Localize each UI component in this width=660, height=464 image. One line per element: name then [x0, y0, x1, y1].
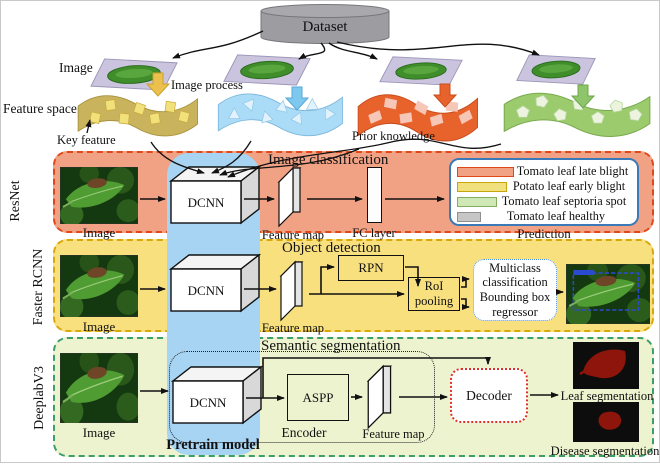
faster-feature-map — [280, 261, 303, 321]
deeplab-dcnn-box: DCNN — [172, 366, 262, 424]
object-detection-title: Object detection — [282, 240, 381, 256]
feature-ribbon-pentagons-icon — [503, 92, 651, 138]
resnet-image-caption: Image — [82, 225, 116, 240]
semantic-segmentation-title: Semantic segmentation — [261, 338, 401, 354]
aspp-box: ASPP — [287, 374, 349, 421]
dataset-cylinder-icon: Dataset — [260, 4, 390, 44]
disease-segmentation-image — [573, 402, 639, 442]
detection-head-box: Multiclass classification Bounding box r… — [473, 259, 557, 321]
faster-feature-map-label: Feature map — [261, 321, 325, 335]
svg-text:DCNN: DCNN — [190, 395, 227, 410]
disease-segmentation-label: Disease segmentation — [550, 444, 660, 458]
row-label-deeplabv3: DeeplabV3 — [32, 366, 47, 430]
roi-pooling-box: RoI pooling — [408, 277, 460, 311]
legend-label: Tomato leaf septoria spot — [501, 194, 627, 208]
legend-swatch-2 — [457, 196, 497, 207]
resnet-feature-map — [278, 167, 301, 227]
prediction-legend-box: Tomato leaf late blight Potato leaf earl… — [449, 158, 639, 226]
prior-knowledge-label: Prior knowledge — [352, 129, 435, 143]
pretrain-model-label: Pretrain model — [166, 437, 260, 453]
multiclass-classification-label: Multiclass classification — [482, 260, 548, 290]
encoder-label: Encoder — [281, 425, 327, 440]
legend-label: Tomato leaf late blight — [516, 164, 629, 178]
image-label: Image — [59, 60, 93, 75]
feature-ribbon-triangles-icon — [217, 93, 343, 137]
legend-row: Tomato leaf healthy — [457, 209, 631, 224]
feature-space-label: Feature space — [3, 101, 77, 116]
leaf-segmentation-label: Leaf segmentation — [560, 389, 654, 403]
dataset-label: Dataset — [303, 19, 349, 35]
faster-image-caption: Image — [82, 319, 116, 334]
legend-swatch-1 — [457, 181, 507, 192]
row-label-faster-rcnn: Faster RCNN — [31, 248, 46, 326]
rpn-box: RPN — [338, 255, 404, 281]
legend-label: Tomato leaf healthy — [506, 209, 606, 223]
resnet-dcnn-box: DCNN — [170, 166, 260, 224]
deeplab-image-caption: Image — [82, 425, 116, 440]
legend-swatch-0 — [457, 166, 514, 177]
svg-text:DCNN: DCNN — [188, 195, 225, 210]
dataset-image-1 — [90, 58, 178, 91]
detection-result-image — [566, 264, 650, 324]
resnet-input-image — [60, 167, 138, 224]
dataset-image-4 — [516, 54, 596, 85]
bounding-box-tag-icon — [573, 270, 595, 275]
faster-dcnn-box: DCNN — [170, 254, 260, 312]
svg-text:DCNN: DCNN — [188, 283, 225, 298]
bounding-box-regressor-label: Bounding box regressor — [479, 290, 551, 319]
legend-row: Tomato leaf septoria spot — [457, 194, 631, 209]
leaf-segmentation-image — [573, 342, 639, 389]
legend-label: Potato leaf early blight — [512, 179, 626, 193]
row-label-resnet: ResNet — [8, 180, 23, 222]
faster-input-image — [60, 255, 138, 317]
deeplab-input-image — [60, 353, 138, 423]
key-feature-label: Key feature — [57, 133, 116, 147]
fc-layer-label: FC layer — [352, 226, 396, 240]
deeplab-feature-map-label: Feature map — [362, 427, 425, 441]
resnet-feature-map-label: Feature map — [261, 228, 325, 242]
legend-row: Tomato leaf late blight — [457, 164, 631, 179]
decoder-box: Decoder — [450, 368, 528, 423]
bounding-box-overlay-icon — [572, 272, 640, 311]
legend-swatch-3 — [457, 211, 481, 222]
prediction-label: Prediction — [517, 226, 571, 241]
deeplab-feature-map — [367, 365, 392, 429]
image-process-label: Image process — [171, 78, 243, 92]
dataset-image-3 — [379, 56, 463, 86]
fc-layer-box — [367, 167, 382, 223]
legend-row: Potato leaf early blight — [457, 179, 631, 194]
